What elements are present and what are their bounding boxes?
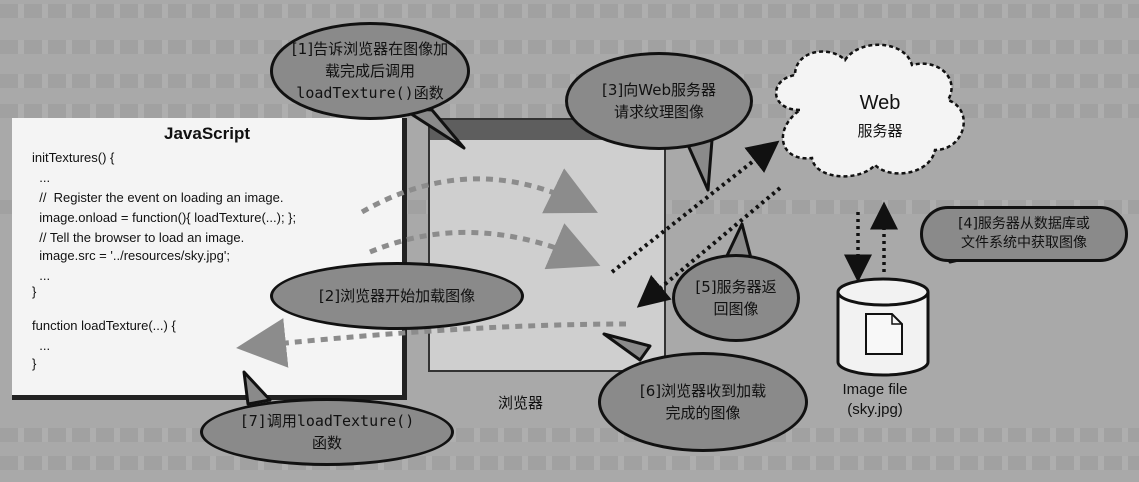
step3-line2: 请求纹理图像 — [613, 103, 704, 121]
javascript-panel: JavaScript initTextures() { ... // Regis… — [12, 118, 407, 400]
code-line: ... — [32, 338, 51, 353]
step1-line1: [1]告诉浏览器在图像加 — [291, 40, 449, 58]
step5-bubble: [5]服务器返 回图像 — [672, 254, 800, 342]
server-response-arrow — [636, 186, 782, 308]
code-line: } — [32, 356, 37, 371]
step1-bubble: [1]告诉浏览器在图像加 载完成后调用 loadTexture()函数 — [270, 22, 470, 120]
code-line: // Register the event on loading an imag… — [32, 190, 284, 205]
step4-bubble: [4]服务器从数据库或 文件系统中获取图像 — [920, 206, 1128, 262]
image-file-name: Image file — [842, 381, 908, 398]
web-server-subtitle: 服务器 — [857, 122, 903, 140]
web-server-cloud-icon — [774, 43, 965, 178]
onload-register-arrow — [360, 168, 598, 215]
image-file-database-icon — [836, 277, 930, 377]
web-server-title: Web — [859, 92, 901, 114]
step3-line1: [3]向Web服务器 — [602, 81, 716, 99]
step5-line1: [5]服务器返 — [695, 278, 777, 296]
code-line: ... — [32, 170, 51, 185]
javascript-title: JavaScript — [164, 124, 250, 143]
step7-line1: [7]调用loadTexture() — [239, 412, 415, 430]
image-file-label: Image file (sky.jpg) — [820, 380, 930, 420]
step6-line1: [6]浏览器收到加载 — [639, 382, 767, 400]
step1-line3: loadTexture()函数 — [296, 84, 444, 102]
step5-line2: 回图像 — [713, 300, 759, 318]
step7-bubble-tail — [242, 370, 272, 406]
code-line: image.onload = function(){ loadTexture(.… — [32, 210, 297, 225]
code-line: ... — [32, 268, 51, 283]
request-to-server-arrow — [610, 140, 780, 274]
step7-bubble: [7]调用loadTexture() 函数 — [200, 398, 454, 466]
step4-line2: 文件系统中获取图像 — [961, 235, 1087, 251]
code-line: image.src = '../resources/sky.jpg'; — [32, 248, 230, 263]
image-file-filename: (sky.jpg) — [847, 401, 903, 418]
code-line: function loadTexture(...) { — [32, 318, 176, 333]
step3-bubble: [3]向Web服务器 请求纹理图像 — [565, 52, 753, 150]
browser-label: 浏览器 — [498, 394, 544, 412]
callback-arrow — [236, 318, 627, 368]
code-line: } — [32, 284, 37, 299]
step6-bubble: [6]浏览器收到加载 完成的图像 — [598, 352, 808, 452]
step6-line2: 完成的图像 — [665, 404, 741, 422]
step2-bubble: [2]浏览器开始加载图像 — [270, 262, 524, 330]
step4-line1: [4]服务器从数据库或 — [958, 216, 1090, 232]
step2-text: [2]浏览器开始加载图像 — [318, 287, 476, 305]
step6-bubble-tail — [602, 332, 652, 362]
code-line: initTextures() { — [32, 150, 115, 165]
load-start-arrow — [369, 223, 601, 270]
step7-line2: 函数 — [311, 434, 342, 452]
code-line: // Tell the browser to load an image. — [32, 230, 245, 245]
step3-bubble-tail — [686, 138, 714, 192]
background-text-stripe — [0, 4, 1139, 18]
step1-line2: 载完成后调用 — [324, 62, 415, 80]
